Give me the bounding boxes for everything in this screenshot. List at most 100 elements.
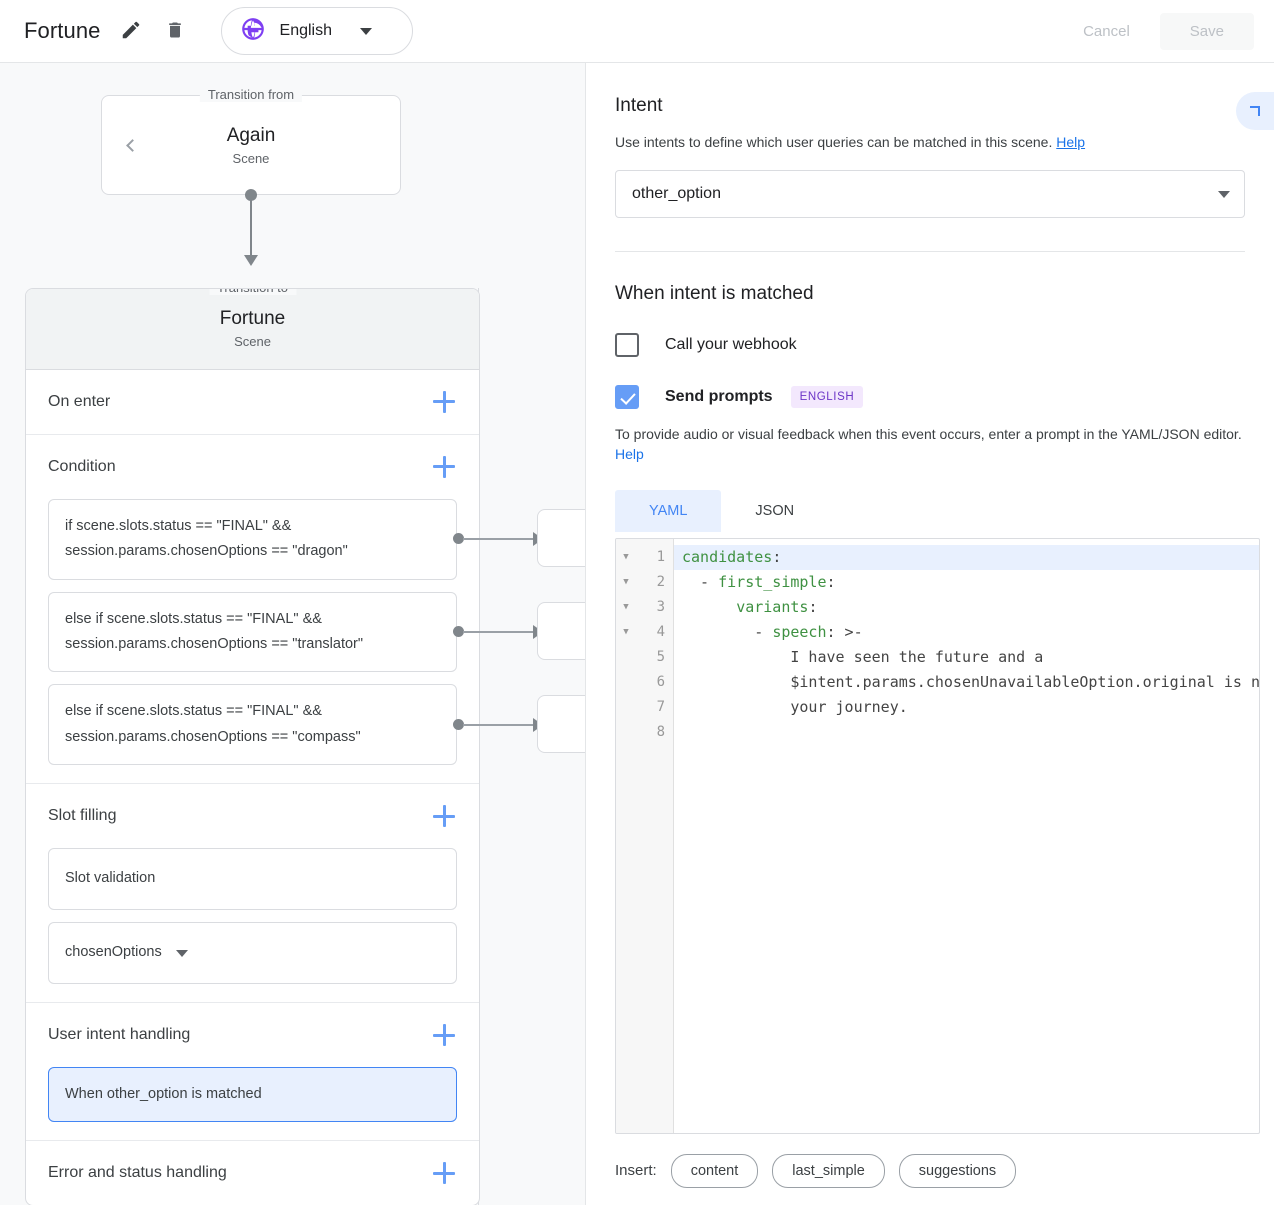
tab-json[interactable]: JSON (755, 502, 795, 519)
slot-dropdown[interactable]: chosenOptions (48, 922, 457, 984)
language-label: English (279, 22, 333, 39)
editor-line-number: 3 (656, 599, 665, 616)
editor-code-line: $intent.params.chosenUnavailableOption.o… (674, 670, 1259, 695)
insert-pill-suggestions[interactable]: suggestions (898, 1153, 1017, 1188)
code-token: first_simple (718, 572, 827, 591)
branch-target-card[interactable] (537, 509, 585, 567)
save-button[interactable]: Save (1159, 12, 1254, 50)
section-slot-filling: Slot filling Slot validation chosenOptio… (26, 784, 479, 1003)
intent-select[interactable]: other_option (615, 170, 1245, 218)
code-token: variants (736, 597, 809, 616)
scene-canvas[interactable]: Transition from Again Scene (0, 63, 585, 1205)
fold-triangle-icon[interactable]: ▼ (623, 626, 629, 637)
slot-validation-item[interactable]: Slot validation (48, 848, 457, 910)
transition-from-name: Again (226, 125, 276, 147)
branch-dot (453, 533, 464, 544)
condition-item[interactable]: else if scene.slots.status == "FINAL" &&… (48, 684, 457, 765)
send-prompts-checkbox[interactable] (615, 385, 639, 409)
add-error-handling-button[interactable] (431, 1160, 457, 1186)
code-token: - (682, 622, 773, 641)
branch-target-card[interactable] (537, 602, 585, 660)
transition-to-card[interactable]: Transition to Fortune Scene (26, 289, 479, 370)
code-token: candidates (682, 547, 773, 566)
branch-target-card[interactable] (537, 695, 585, 753)
edit-button[interactable] (113, 13, 149, 49)
editor-gutter-line: 8 (616, 720, 673, 745)
fold-triangle-icon[interactable]: ▼ (623, 601, 629, 612)
editor-code-line: I have seen the future and a (674, 645, 1259, 670)
section-title-user-intent-handling: User intent handling (48, 1026, 191, 1043)
webhook-label: Call your webhook (665, 336, 797, 353)
expand-panel-button[interactable] (1236, 92, 1274, 130)
delete-button[interactable] (157, 13, 193, 49)
code-token: I have seen the future and a (682, 647, 1044, 666)
transition-from-body: Again Scene (227, 124, 276, 166)
transition-to-type: Scene (234, 333, 271, 349)
globe-icon (240, 16, 266, 47)
transition-from-legend: Transition from (199, 87, 303, 102)
chevron-left-icon (125, 138, 139, 152)
code-token: : (826, 572, 836, 591)
editor-code-area[interactable]: candidates: - first_simple: variants: - … (674, 539, 1259, 1133)
details-panel: Intent Use intents to define which user … (585, 63, 1274, 1205)
language-selector[interactable]: English (220, 7, 413, 55)
condition-item[interactable]: else if scene.slots.status == "FINAL" &&… (48, 591, 457, 673)
language-badge: ENGLISH (790, 386, 864, 408)
code-token: your journey. (682, 697, 908, 716)
code-token: $intent.params.chosenUnavailableOption.o… (682, 672, 1259, 691)
user-intent-item-selected[interactable]: When other_option is matched (48, 1067, 457, 1123)
fold-triangle-icon[interactable]: ▼ (623, 551, 629, 562)
prompts-help-link[interactable]: Help (615, 446, 644, 463)
intent-help-link[interactable]: Help (1056, 134, 1086, 150)
editor-line-number: 8 (656, 724, 665, 741)
insert-pill-last-simple[interactable]: last_simple (772, 1153, 885, 1188)
tab-yaml[interactable]: YAML (615, 489, 722, 532)
send-prompts-checkbox-row[interactable]: Send prompts ENGLISH (615, 385, 1245, 409)
section-user-intent-handling: User intent handling When other_option i… (26, 1003, 479, 1142)
editor-gutter-line: ▼3 (616, 595, 673, 620)
prompts-helper-body: To provide audio or visual feedback when… (615, 426, 1242, 442)
code-token: : >- (826, 622, 863, 641)
pencil-icon (120, 19, 142, 44)
add-user-intent-button[interactable] (431, 1022, 457, 1048)
insert-pill-content[interactable]: content (670, 1153, 759, 1188)
section-header: Error and status handling (48, 1141, 457, 1205)
when-intent-matched-section: When intent is matched Call your webhook… (586, 252, 1274, 1134)
section-title-slot-filling: Slot filling (48, 807, 117, 824)
condition-item[interactable]: if scene.slots.status == "FINAL" && sess… (48, 498, 457, 580)
webhook-checkbox-row[interactable]: Call your webhook (615, 333, 1245, 357)
branch-line (463, 630, 535, 633)
editor-gutter-line: ▼4 (616, 620, 673, 645)
editor-line-number: 5 (656, 649, 665, 666)
code-token (682, 598, 736, 616)
prev-scene-button[interactable] (120, 133, 144, 157)
fold-triangle-icon[interactable]: ▼ (623, 576, 629, 587)
code-token: : (772, 547, 782, 566)
webhook-checkbox[interactable] (615, 333, 639, 357)
transition-to-legend: Transition to (208, 289, 297, 295)
editor-line-number: 4 (656, 624, 665, 641)
transition-from-card[interactable]: Transition from Again Scene (101, 87, 401, 195)
transition-from-type: Scene (232, 150, 270, 166)
add-condition-button[interactable] (431, 454, 457, 480)
transition-to-name: Fortune (219, 308, 286, 329)
send-prompts-label: Send prompts (665, 388, 773, 405)
add-on-enter-button[interactable] (431, 389, 457, 415)
cancel-button[interactable]: Cancel (1061, 13, 1152, 50)
section-title-on-enter: On enter (48, 392, 111, 410)
chevron-down-icon (360, 27, 373, 35)
section-error-status-handling: Error and status handling (26, 1141, 479, 1205)
section-title-condition: Condition (48, 457, 116, 475)
editor-line-number: 6 (656, 674, 665, 691)
editor-line-number: 1 (656, 549, 665, 566)
add-slot-filling-button[interactable] (431, 803, 457, 829)
slot-validation-label: Slot validation (65, 870, 156, 887)
code-token: speech (772, 622, 827, 641)
slot-dropdown-label: chosenOptions (65, 944, 162, 961)
editor-gutter-line: ▼2 (616, 570, 673, 595)
branch-line (463, 723, 535, 726)
branch-dot (453, 719, 464, 730)
prompts-helper-text: To provide audio or visual feedback when… (615, 424, 1245, 465)
